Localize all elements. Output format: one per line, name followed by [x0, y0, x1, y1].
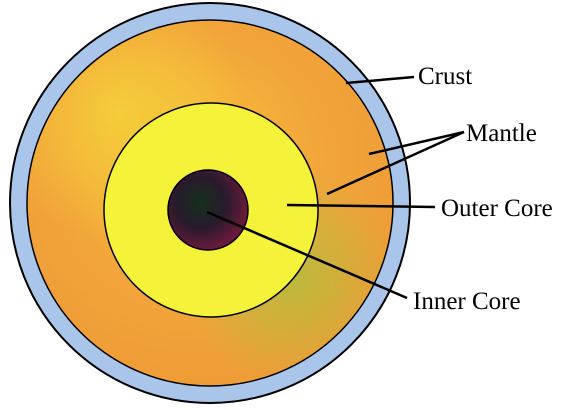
inner-core-label: Inner Core — [413, 289, 521, 314]
crust-label: Crust — [418, 64, 472, 89]
inner-core-layer — [168, 170, 248, 250]
mantle-label: Mantle — [466, 121, 537, 146]
outer-core-label: Outer Core — [441, 196, 553, 221]
